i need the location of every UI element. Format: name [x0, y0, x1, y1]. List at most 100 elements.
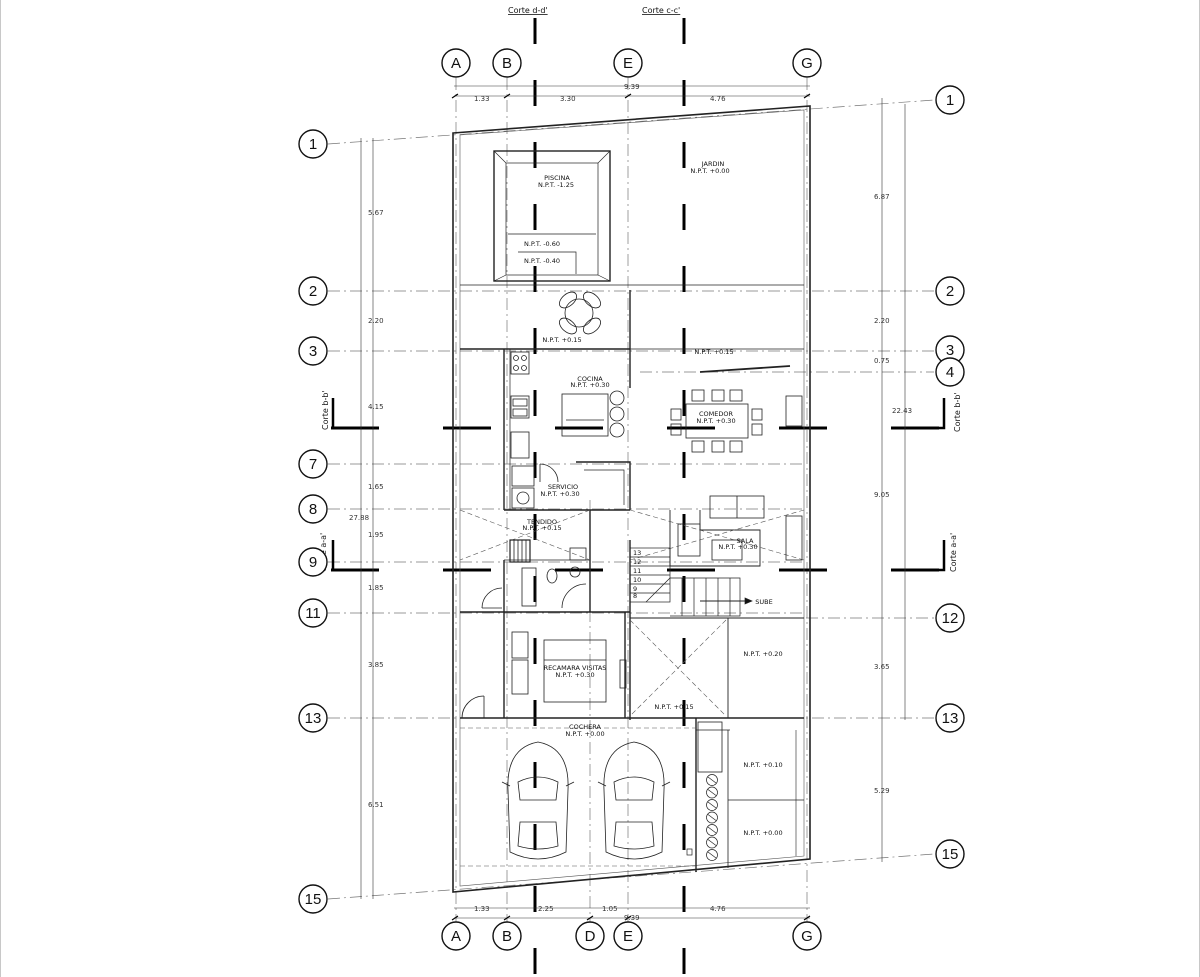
axis-right-2: 2	[946, 283, 954, 300]
car-left-windshield	[517, 776, 559, 801]
axis-left-7: 7	[309, 456, 317, 473]
label-patio-npt: N.P.T. +0.20	[743, 650, 782, 658]
room-labels: PISCINA N.P.T. -1.25 N.P.T. -0.60 N.P.T.…	[522, 160, 782, 837]
label-sube: SUBE	[755, 598, 772, 606]
planter-mark	[707, 826, 717, 834]
axis-left-2: 2	[309, 283, 317, 300]
garage-storage	[697, 721, 723, 773]
axis-bubbles-bottom	[441, 921, 822, 951]
cut-label-bb-left: Corte b-b'	[321, 390, 330, 430]
axis-right-1: 1	[946, 92, 954, 109]
planter-mark	[707, 851, 717, 859]
car-left-rear-window	[517, 821, 559, 850]
axis-bubbles-left	[298, 129, 328, 914]
car-right-rear-window	[613, 821, 655, 850]
stair-step-10: 10	[633, 576, 641, 584]
dining-set	[670, 365, 803, 453]
axis-bottom-A: A	[451, 928, 461, 945]
dim-left-2: 2.20	[368, 317, 384, 325]
stair-step-8: 8	[633, 592, 637, 600]
label-piscina-npt: N.P.T. -1.25	[538, 181, 574, 189]
axis-left-13: 13	[305, 710, 322, 727]
axis-bottom-E: E	[623, 928, 633, 945]
top-dimensions: 1.33 3.30 4.76 9.39	[474, 83, 726, 103]
dim-bottom-3: 1.05	[602, 905, 618, 913]
stair-step-12: 12	[633, 558, 641, 566]
label-comedor-npt: N.P.T. +0.30	[696, 417, 735, 425]
cut-label-cc: Corte c-c'	[642, 6, 680, 15]
axis-top-G: G	[801, 55, 813, 72]
dimension-lines	[360, 85, 906, 921]
axis-top-B: B	[502, 55, 512, 72]
axis-top-A: A	[451, 55, 461, 72]
dim-top-1: 1.33	[474, 95, 490, 103]
terrace-table	[559, 291, 601, 335]
axis-top-E: E	[623, 55, 633, 72]
label-tendido: TENDIDO	[526, 518, 557, 526]
axis-bottom-B: B	[502, 928, 512, 945]
planter	[706, 786, 718, 799]
living-furniture	[677, 495, 803, 561]
planter	[706, 811, 718, 824]
dim-left-total: 27.88	[349, 514, 369, 522]
car-right-body	[603, 741, 665, 860]
label-tendido-npt: N.P.T. +0.15	[522, 524, 561, 532]
label-recamara: RECAMARA VISITAS	[544, 664, 607, 672]
axis-bottom-G: G	[801, 928, 813, 945]
planter	[706, 799, 718, 811]
planter	[706, 774, 718, 786]
label-pool-step2: N.P.T. -0.40	[524, 257, 560, 265]
car-left	[501, 741, 575, 860]
axis-left-8: 8	[309, 501, 317, 518]
right-dimensions: 6.87 2.20 0.75 9.05 3.65 5.29 22.43	[874, 193, 912, 795]
kitchen-fixtures	[510, 351, 625, 459]
axis-bottom-D: D	[585, 928, 596, 945]
label-cocina: COCINA	[577, 375, 603, 383]
left-dimensions: 5.67 2.20 4.15 1.65 1.95 1.85 3.85 6.51 …	[349, 209, 384, 809]
label-sala-npt: N.P.T. +0.30	[718, 543, 757, 551]
planter-mark	[707, 801, 717, 809]
label-piscina: PISCINA	[544, 174, 570, 182]
label-terraza2-npt: N.P.T. +0.15	[694, 348, 733, 356]
car-left-mirror-left	[501, 781, 511, 787]
dim-right-3: 0.75	[874, 357, 890, 365]
dim-bottom-2: 2.25	[538, 905, 554, 913]
car-right-mirror-right	[661, 781, 671, 787]
building-outline	[452, 105, 811, 893]
planter-mark	[707, 814, 717, 821]
label-side1-npt: N.P.T. +0.10	[743, 761, 782, 769]
garage-socket	[686, 848, 693, 856]
pool	[493, 150, 611, 282]
stair-step-11: 11	[633, 567, 641, 575]
dim-bottom-1: 1.33	[474, 905, 490, 913]
section-cut-lines	[331, 18, 946, 977]
label-jardin: JARDIN	[701, 160, 725, 168]
label-cocina-npt: N.P.T. +0.30	[570, 381, 609, 389]
dim-left-6: 1.85	[368, 584, 384, 592]
label-side2-npt: N.P.T. +0.00	[743, 829, 782, 837]
dim-top-3: 4.76	[710, 95, 726, 103]
dim-right-4: 9.05	[874, 491, 890, 499]
axis-right-13: 13	[942, 710, 959, 727]
dim-top-2: 3.30	[560, 95, 576, 103]
planter-mark	[707, 839, 717, 846]
planter	[706, 824, 718, 836]
dim-left-8: 6.51	[368, 801, 384, 809]
dim-bottom-4: 4.76	[710, 905, 726, 913]
label-sala: SALA	[737, 537, 754, 545]
bottom-dimensions: 1.33 2.25 1.05 4.76 9.39	[474, 905, 726, 922]
garage-cars	[501, 741, 671, 860]
label-cochera: COCHERA	[569, 723, 601, 731]
planters	[706, 774, 718, 861]
axis-right-12: 12	[942, 610, 959, 627]
dim-left-7: 3.85	[368, 661, 384, 669]
dim-right-total: 22.43	[892, 407, 912, 415]
car-right	[597, 741, 671, 860]
dim-bottom-total: 9.39	[624, 914, 640, 922]
label-hall-npt: N.P.T. +0.15	[654, 703, 693, 711]
bedroom-furniture	[461, 631, 627, 719]
axis-right-3: 3	[946, 342, 954, 359]
label-servicio-npt: N.P.T. +0.30	[540, 490, 579, 498]
service-fixtures	[481, 463, 587, 609]
